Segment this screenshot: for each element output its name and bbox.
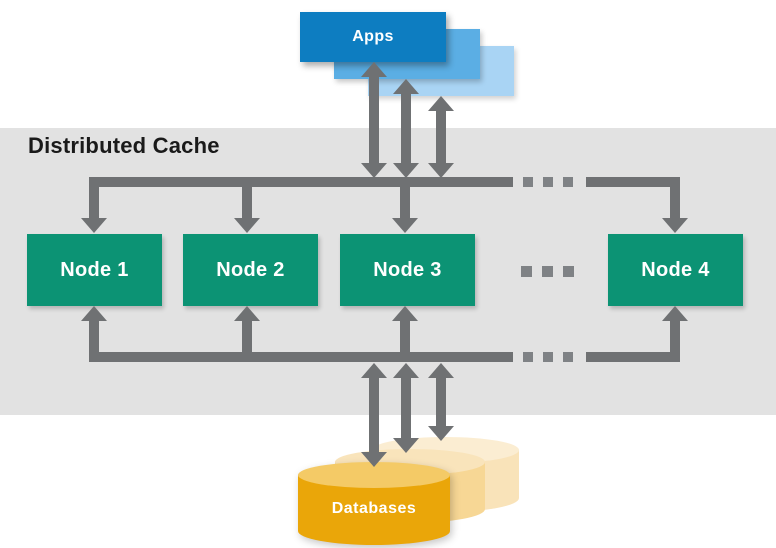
cache-band-title: Distributed Cache [28, 133, 220, 158]
node-4-box: Node 4 [608, 234, 743, 306]
node-1-box: Node 1 [27, 234, 162, 306]
node-3-label: Node 3 [373, 258, 442, 281]
node-2-label: Node 2 [216, 258, 285, 281]
node-4-label: Node 4 [641, 258, 710, 281]
database-cylinder-front: Databases [298, 462, 450, 545]
databases-label: Databases [331, 500, 417, 517]
cylinder-top-ellipse [298, 462, 450, 488]
node-3-box: Node 3 [340, 234, 475, 306]
apps-label: Apps [352, 28, 394, 45]
app-card-front: Apps [300, 12, 446, 62]
node-2-box: Node 2 [183, 234, 318, 306]
node-1-label: Node 1 [60, 258, 129, 281]
